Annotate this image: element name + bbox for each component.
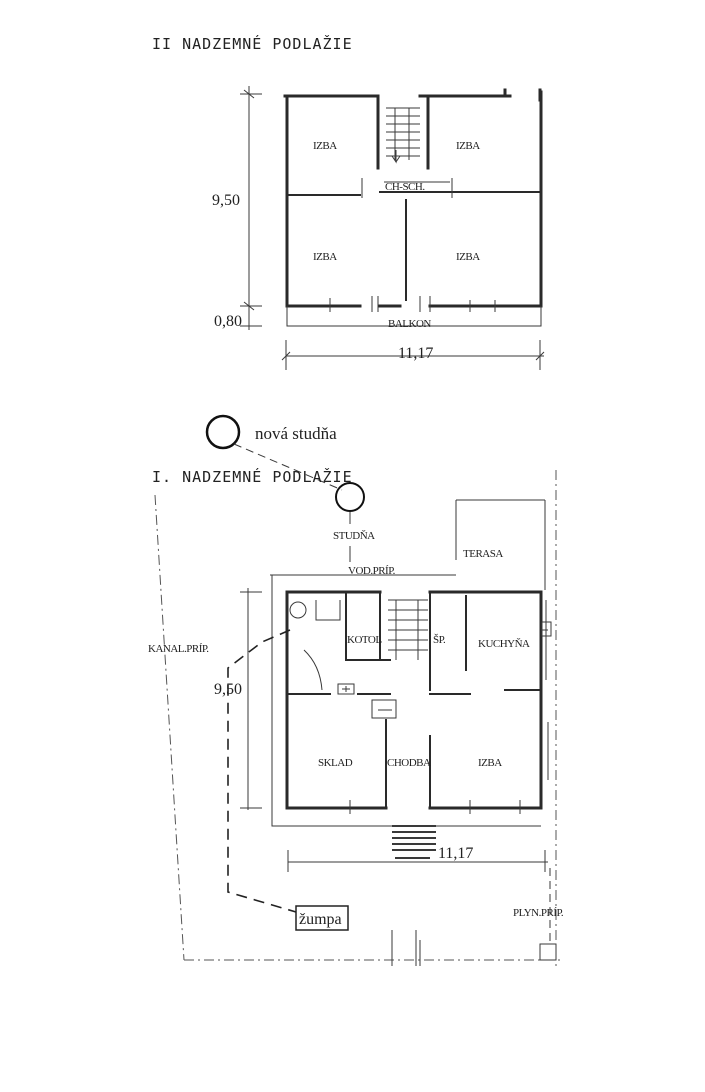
kitchen-appliance-icon	[541, 621, 552, 637]
floor1-vertical-dimension-line	[240, 588, 262, 810]
boiler-room-label: KOTOL	[347, 634, 382, 646]
kitchen-label: KUCHYŇA	[478, 638, 530, 650]
plot-boundary	[154, 470, 560, 970]
storage-label: SKLAD	[318, 757, 353, 769]
well-label: STUDŇA	[333, 530, 375, 542]
sewer-connection-label: KANAL.PRÍP.	[148, 643, 209, 655]
floor2-top-wall	[283, 88, 542, 102]
floor1-outer-walls	[285, 590, 543, 810]
floor2-hall-label: CH-SCH.	[385, 181, 425, 193]
floor2-room-se: IZBA	[456, 251, 480, 263]
floor2-vertical-dimension-line	[240, 86, 262, 330]
floor2-room-ne: IZBA	[456, 140, 480, 152]
floor2-plan: IZBA IZBA IZBA IZBA CH-SCH. BALKON 9,50 …	[212, 86, 545, 370]
floor1-middle-partition	[286, 689, 542, 695]
floor2-title: II NADZEMNÉ PODLAŽIE	[152, 34, 353, 53]
corridor-label: CHODBA	[387, 757, 431, 769]
floor1-foundation-outline	[271, 575, 541, 827]
floor2-width-dimension: 11,17	[398, 345, 433, 362]
floor2-balcony-dimension: 0,80	[214, 313, 242, 330]
floor2-balcony-outline	[286, 306, 542, 327]
floor1-title: I. NADZEMNÉ PODLAŽIE	[152, 467, 353, 486]
floor2-room-sw: IZBA	[313, 251, 337, 263]
gas-connection: PLYN.PRÍP.	[513, 868, 564, 961]
floor2-balcony-label: BALKON	[388, 318, 431, 330]
floor1-width-dimension-line	[287, 850, 548, 872]
sewer-pipe-line	[227, 629, 297, 913]
floor2-window-marks	[329, 296, 496, 312]
bathroom-fixtures	[303, 600, 341, 691]
cesspit-label: žumpa	[299, 911, 342, 928]
floor1-outlet-symbol	[337, 683, 355, 695]
new-well-circle-icon	[205, 414, 241, 450]
floor1-stair-walls	[379, 591, 431, 691]
new-well-label: nová studňa	[255, 424, 337, 443]
entrance-steps	[392, 825, 436, 859]
terrace-outline	[455, 499, 546, 590]
well-circle-icon	[335, 482, 365, 512]
water-connection-label: VOD.PRÍP.	[348, 565, 396, 577]
floor2-stair-treads	[386, 107, 420, 160]
floor2-stair-walls	[376, 94, 430, 170]
floor1-stair-treads	[388, 599, 428, 660]
corridor-walls	[385, 719, 431, 809]
floor2-hall-outline	[361, 178, 453, 198]
floor1-site: nová studňa I. NADZEMNÉ PODLAŽIE STUDŇA …	[152, 414, 560, 970]
floor1-width-dimension: 11,17	[438, 845, 473, 862]
boiler-room-walls	[345, 593, 391, 661]
floor1-chimney	[371, 699, 397, 719]
sewer-connection: KANAL.PRÍP. žumpa	[148, 629, 349, 931]
floor1-window-marks	[349, 600, 549, 814]
gas-connection-label: PLYN.PRÍP.	[513, 907, 564, 919]
floor1-plan: KOTOL ŠP. KUCHYŇA SKLAD CHODBA IZBA 9,50…	[214, 575, 552, 872]
pantry-label: ŠP.	[433, 634, 446, 646]
floor2-depth-dimension: 9,50	[212, 192, 240, 209]
wc-fixture-icon	[289, 601, 307, 619]
floor2-middle-partition	[286, 191, 542, 196]
room-label: IZBA	[478, 757, 502, 769]
floor2-stair-arrow	[391, 150, 401, 164]
floor2-width-dimension-line	[281, 340, 545, 370]
floor2-room-nw: IZBA	[313, 140, 337, 152]
cesspit-box	[295, 905, 349, 931]
gate-marks	[391, 930, 421, 966]
new-well-connection-line	[233, 443, 343, 491]
gas-meter-box	[539, 943, 557, 961]
terrace-label: TERASA	[463, 548, 503, 560]
